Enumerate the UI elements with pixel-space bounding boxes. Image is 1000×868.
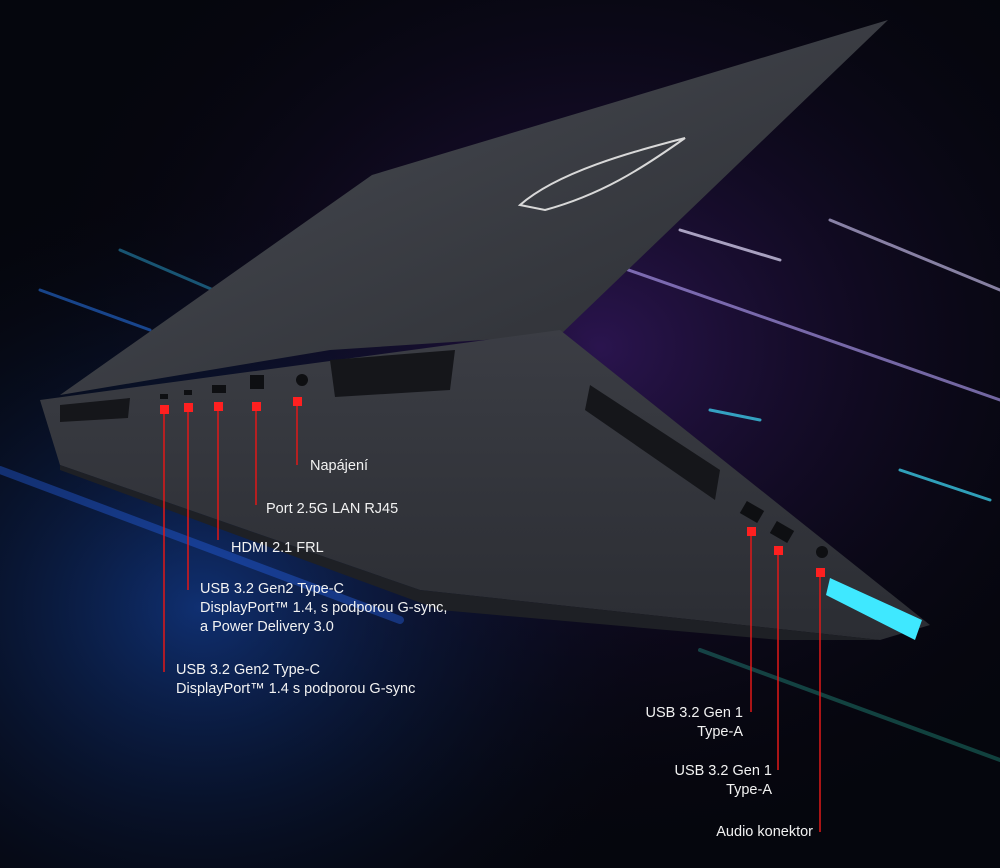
label-line: DisplayPort™ 1.4 s podporou G-sync xyxy=(176,681,416,697)
label-power: Napájení xyxy=(310,457,368,476)
label-lan: Port 2.5G LAN RJ45 xyxy=(266,500,398,519)
marker-usba-2 xyxy=(774,546,783,555)
label-line: USB 3.2 Gen2 Type-C xyxy=(200,581,345,597)
rear-vent xyxy=(330,350,455,397)
label-line: a Power Delivery 3.0 xyxy=(200,619,334,635)
laptop-lid xyxy=(60,20,888,395)
label-audio: Audio konektor xyxy=(716,823,813,842)
label-line: USB 3.2 Gen 1 xyxy=(645,705,743,721)
marker-lan xyxy=(252,402,261,411)
port-markers xyxy=(160,397,825,577)
left-vent xyxy=(60,398,130,422)
label-line: Type-A xyxy=(697,724,743,740)
light-bar xyxy=(826,578,922,640)
marker-power xyxy=(293,397,302,406)
label-usbc-pd: USB 3.2 Gen2 Type-C DisplayPort™ 1.4, s … xyxy=(200,580,447,637)
marker-usbc xyxy=(160,405,169,414)
marker-usba-1 xyxy=(747,527,756,536)
laptop-base xyxy=(40,330,930,640)
label-line: DisplayPort™ 1.4, s podporou G-sync, xyxy=(200,600,448,616)
label-line: Type-A xyxy=(726,782,772,798)
label-line: Audio konektor xyxy=(716,824,813,840)
laptop-bottom-panel xyxy=(60,465,880,640)
side-vent xyxy=(585,385,720,500)
label-line: Port 2.5G LAN RJ45 xyxy=(266,501,399,517)
label-usbc: USB 3.2 Gen2 Type-C DisplayPort™ 1.4 s p… xyxy=(176,661,415,699)
marker-audio xyxy=(816,568,825,577)
label-hdmi: HDMI 2.1 FRL xyxy=(231,539,324,558)
marker-usbc-pd xyxy=(184,403,193,412)
label-usba-1: USB 3.2 Gen 1 Type-A xyxy=(645,704,743,742)
callout-lines xyxy=(163,402,821,832)
label-line: USB 3.2 Gen2 Type-C xyxy=(176,662,321,678)
marker-hdmi xyxy=(214,402,223,411)
light-streaks xyxy=(0,218,1000,762)
port-shapes xyxy=(160,374,828,558)
label-line: USB 3.2 Gen 1 xyxy=(674,763,772,779)
label-line: Napájení xyxy=(310,458,369,474)
label-line: HDMI 2.1 FRL xyxy=(231,540,324,556)
rog-logo xyxy=(517,137,686,212)
label-usba-2: USB 3.2 Gen 1 Type-A xyxy=(674,762,772,800)
